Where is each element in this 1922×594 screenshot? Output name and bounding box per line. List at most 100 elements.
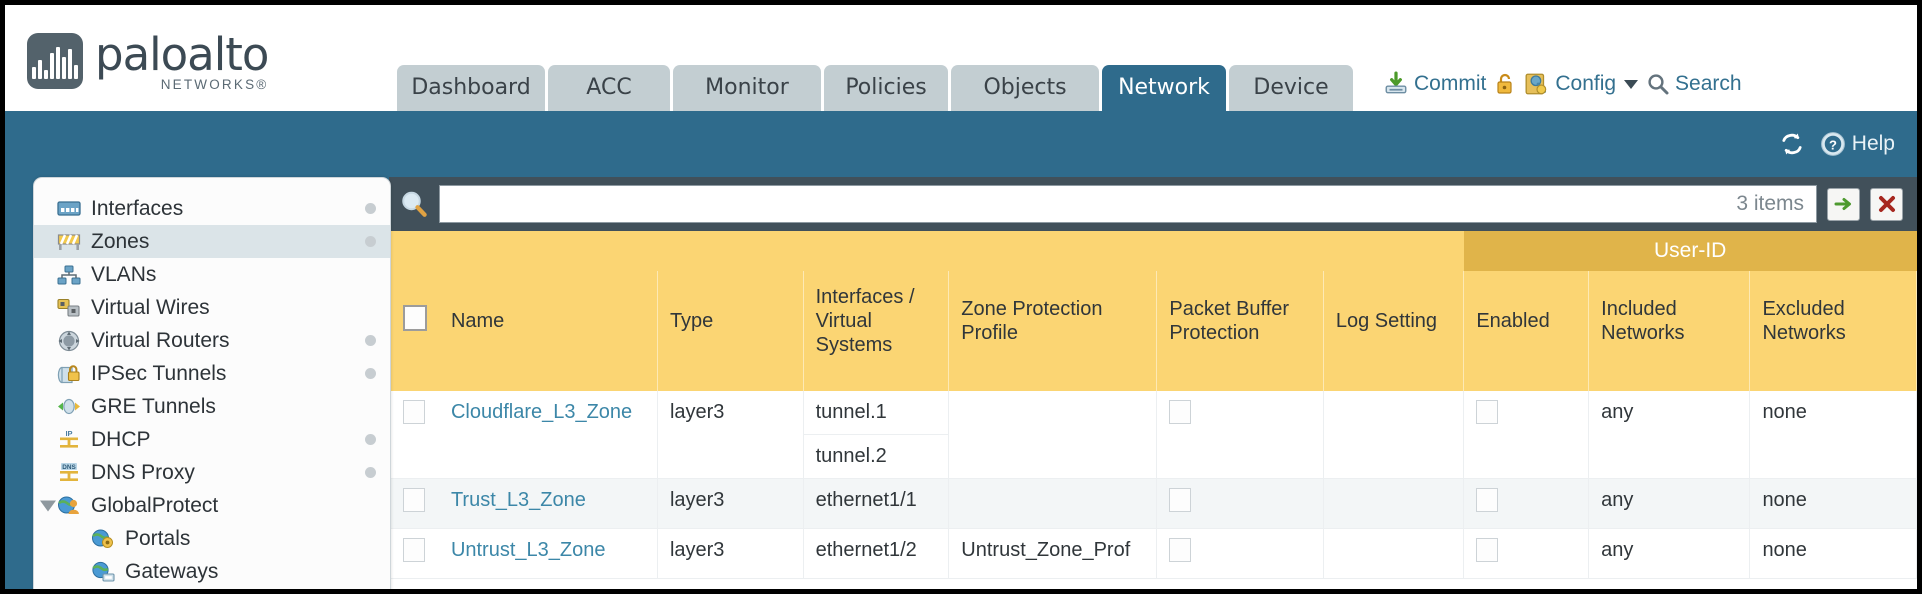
ipsec-tunnels-icon [56, 363, 82, 385]
config-menu[interactable]: Config [1524, 71, 1639, 97]
packet-buffer-checkbox[interactable] [1169, 488, 1192, 512]
row-checkbox[interactable] [403, 538, 425, 562]
cell-userid-enabled[interactable] [1463, 391, 1590, 479]
cell-zone-protection: Untrust_Zone_Prof [948, 528, 1158, 579]
cell-name[interactable]: Untrust_L3_Zone [438, 528, 658, 579]
zones-icon [56, 231, 82, 253]
sidebar-item-gre-tunnels[interactable]: GRE Tunnels [34, 390, 390, 423]
clear-x-icon [1878, 196, 1895, 212]
tab-monitor[interactable]: Monitor [673, 65, 821, 111]
row-select-cell[interactable] [389, 528, 439, 579]
search-label: Search [1675, 72, 1742, 95]
apply-filter-button[interactable] [1827, 187, 1860, 221]
svg-text:?: ? [1829, 137, 1837, 152]
brand-logo: paloalto NETWORKS® [5, 32, 397, 112]
sidebar-item-globalprotect[interactable]: GlobalProtect [34, 489, 390, 522]
packet-buffer-checkbox[interactable] [1169, 400, 1192, 424]
apply-arrow-icon [1834, 198, 1851, 210]
group-header-spacer [389, 231, 1464, 271]
sidebar-label-portals: Portals [125, 526, 191, 550]
tab-network[interactable]: Network [1102, 65, 1226, 111]
zone-name-link[interactable]: Cloudflare_L3_Zone [450, 401, 633, 423]
sidebar-label-interfaces: Interfaces [91, 196, 184, 220]
zone-name-link[interactable]: Trust_L3_Zone [450, 489, 586, 511]
zone-name-link[interactable]: Untrust_L3_Zone [450, 539, 606, 561]
row-select-cell[interactable] [389, 391, 439, 479]
top-header: paloalto NETWORKS® Dashboard ACC Monitor… [5, 5, 1917, 111]
cell-included-networks: any [1588, 391, 1751, 479]
sidebar-item-virtual-routers[interactable]: Virtual Routers [34, 324, 390, 357]
sidebar-item-ipsec-tunnels[interactable]: IPSec Tunnels [34, 357, 390, 390]
column-header-type[interactable]: Type [657, 271, 804, 391]
dhcp-icon: IP [56, 429, 82, 451]
refresh-button[interactable] [1778, 131, 1806, 157]
sidebar-item-dhcp[interactable]: IP DHCP [34, 423, 390, 456]
column-header-included-networks[interactable]: Included Networks [1588, 271, 1751, 391]
cell-userid-enabled[interactable] [1463, 478, 1590, 529]
cell-type: layer3 [657, 391, 804, 479]
virtual-wires-icon [56, 297, 82, 319]
sidebar-item-portals[interactable]: Portals [34, 522, 390, 555]
row-checkbox[interactable] [403, 488, 425, 512]
cell-included-networks: any [1588, 478, 1751, 529]
tab-policies[interactable]: Policies [824, 65, 948, 111]
sidebar-label-zones: Zones [91, 229, 150, 253]
tab-device[interactable]: Device [1229, 65, 1353, 111]
sidebar-item-gateways[interactable]: Gateways [34, 555, 390, 588]
commit-button[interactable]: Commit [1383, 71, 1486, 97]
tab-dashboard[interactable]: Dashboard [397, 65, 545, 111]
sidebar-dot-dhcp [365, 434, 376, 445]
sidebar-item-vlans[interactable]: VLANs [34, 258, 390, 291]
packet-buffer-checkbox[interactable] [1169, 538, 1192, 562]
commit-label: Commit [1414, 72, 1487, 95]
help-button[interactable]: ? Help [1820, 131, 1895, 157]
userid-enabled-checkbox[interactable] [1476, 488, 1499, 512]
sidebar-item-interfaces[interactable]: Interfaces [34, 192, 390, 225]
commit-download-icon [1385, 71, 1407, 94]
expander-collapse-icon[interactable] [40, 500, 56, 511]
lock-button[interactable] [1494, 72, 1516, 96]
table-row[interactable]: Cloudflare_L3_Zone layer3 tunnel.1 tunne… [389, 391, 1917, 479]
gateways-icon [90, 561, 116, 583]
search-toolbar: 3 items [389, 177, 1917, 231]
cell-packet-buffer[interactable] [1156, 528, 1324, 579]
table-row[interactable]: Untrust_L3_Zone layer3 ethernet1/2 Untru… [389, 528, 1917, 579]
cell-name[interactable]: Cloudflare_L3_Zone [438, 391, 658, 479]
row-checkbox[interactable] [403, 400, 425, 424]
column-header-packet-buffer[interactable]: Packet Buffer Protection [1156, 271, 1324, 391]
cell-excluded-networks: none [1749, 478, 1917, 529]
sidebar-item-dns-proxy[interactable]: DNS DNS Proxy [34, 456, 390, 489]
cell-type: layer3 [657, 528, 804, 579]
column-header-interfaces[interactable]: Interfaces / Virtual Systems [803, 271, 950, 391]
cell-zone-protection [948, 478, 1158, 529]
search-input[interactable] [452, 192, 1727, 216]
select-all-checkbox[interactable] [403, 305, 427, 331]
sidebar-item-virtual-wires[interactable]: Virtual Wires [34, 291, 390, 324]
column-header-enabled[interactable]: Enabled [1463, 271, 1590, 391]
column-header-name[interactable]: Name [438, 271, 658, 391]
cell-log-setting [1323, 528, 1465, 579]
cell-userid-enabled[interactable] [1463, 528, 1590, 579]
select-all-header[interactable] [389, 271, 439, 391]
cell-packet-buffer[interactable] [1156, 391, 1324, 479]
sidebar-dot-ipsec-tunnels [365, 368, 376, 379]
column-header-log-setting[interactable]: Log Setting [1323, 271, 1465, 391]
userid-enabled-checkbox[interactable] [1476, 400, 1499, 424]
search-field[interactable]: 3 items [439, 185, 1817, 223]
column-header-excluded-networks[interactable]: Excluded Networks [1749, 271, 1917, 391]
unlock-icon [1497, 73, 1512, 94]
table-row[interactable]: Trust_L3_Zone layer3 ethernet1/1 [389, 478, 1917, 529]
userid-enabled-checkbox[interactable] [1476, 538, 1499, 562]
clear-filter-button[interactable] [1870, 187, 1903, 221]
tab-acc[interactable]: ACC [548, 65, 670, 111]
column-header-zone-protection[interactable]: Zone Protection Profile [948, 271, 1158, 391]
row-select-cell[interactable] [389, 478, 439, 529]
cell-excluded-networks: none [1749, 528, 1917, 579]
sidebar-label-gateways: Gateways [125, 559, 219, 583]
cell-packet-buffer[interactable] [1156, 478, 1324, 529]
sidebar-item-zones[interactable]: Zones [34, 225, 390, 258]
cell-log-setting [1323, 391, 1465, 479]
cell-name[interactable]: Trust_L3_Zone [438, 478, 658, 529]
tab-objects[interactable]: Objects [951, 65, 1099, 111]
search-button[interactable]: Search [1646, 72, 1742, 96]
